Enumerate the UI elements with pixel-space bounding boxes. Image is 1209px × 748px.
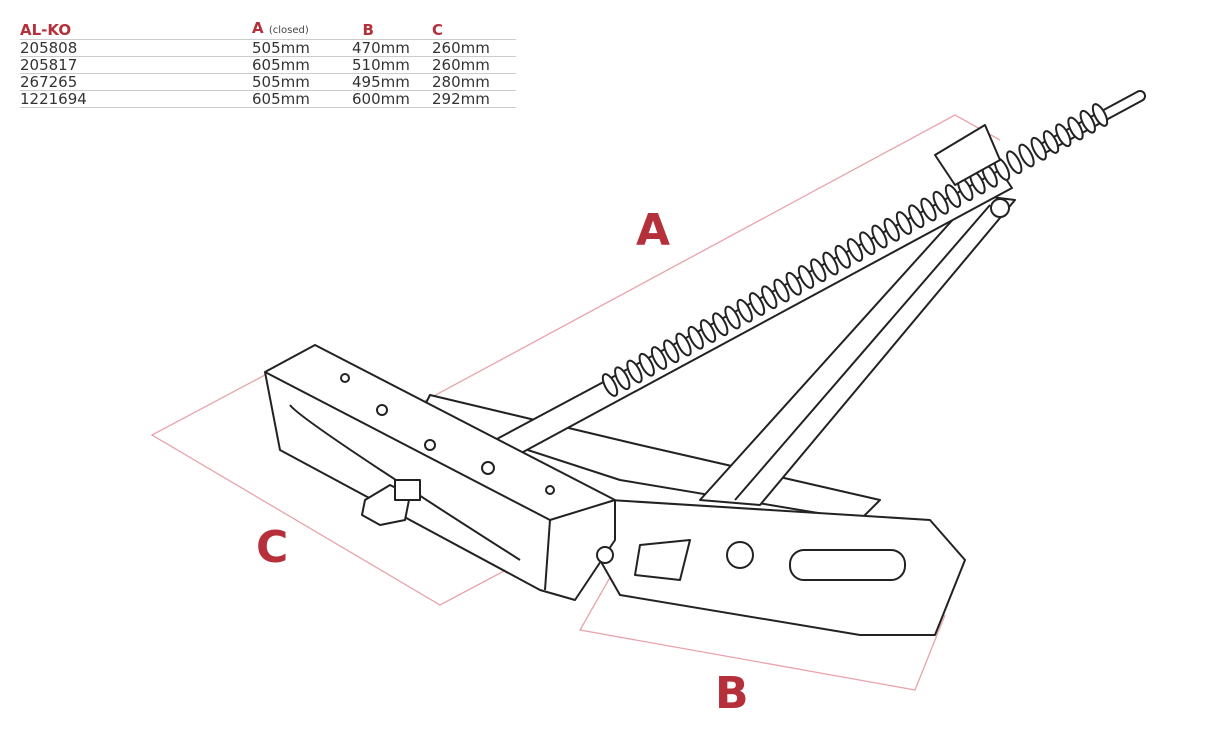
thread-ring [920,197,937,222]
cell-b: 510mm [352,56,432,74]
cell-b: 470mm [352,39,432,57]
support-arm-edge [734,204,991,501]
cell-a: 605mm [252,90,352,108]
thread-ring [1030,136,1047,161]
thread-ring [871,224,888,249]
thread-ring [883,217,900,242]
header-a-note: (closed) [268,25,309,36]
header-a-label: A [252,19,264,37]
label-a: A [636,205,670,256]
thread-ring [908,204,925,229]
base-hole [726,541,754,569]
head-hole [481,461,495,475]
head-hole [545,485,555,495]
thread-ring [797,265,815,289]
label-b: B [715,668,749,719]
head-hole [376,404,388,416]
thread-ring [736,298,753,323]
cell-b: 600mm [352,90,432,108]
thread-ring [724,305,741,330]
drive-collar [394,479,421,501]
thread-ring [614,366,631,391]
thread-ring [785,271,802,296]
thread-ring [1079,109,1096,134]
dimension-line-b [578,559,946,691]
cell-a: 505mm [252,73,352,91]
cell-part: 205808 [20,39,252,57]
thread-ring [859,231,876,256]
thread-ring [650,346,668,370]
cell-c: 280mm [432,73,516,91]
thread-ring [1006,150,1023,175]
cell-c: 260mm [432,39,516,57]
thread-ring [846,238,864,262]
head-groove [289,404,521,561]
head-hole [424,439,436,451]
thread-ring [1042,130,1060,154]
head-block-corner [544,519,551,591]
top-bolt [990,198,1010,218]
cell-a: 605mm [252,56,352,74]
thread-ring [601,373,619,397]
label-c: C [256,522,288,573]
thread-ring [761,285,778,310]
thread-ring [944,184,962,208]
thread-ring [932,190,949,215]
header-c: C [432,20,516,40]
cell-b: 495mm [352,73,432,91]
cell-part: 205817 [20,56,252,74]
cell-c: 260mm [432,56,516,74]
thread-ring [834,244,851,269]
thread-ring [1018,143,1035,168]
thread-ring [810,258,827,283]
thread-ring [748,292,766,316]
base-window [634,539,691,581]
header-b: B [352,20,432,40]
thread-ring [1067,116,1084,141]
header-brand: AL-KO [20,20,252,40]
head-block [264,344,616,601]
screw-thread [601,103,1109,397]
thread-ring [773,278,790,303]
base-plate [599,499,966,636]
cell-c: 292mm [432,90,516,108]
thread-ring [626,359,643,384]
thread-ring [895,211,913,235]
cell-part: 267265 [20,73,252,91]
pivot-bolt [596,546,614,564]
header-b-label: B [362,20,374,39]
cell-part: 1221694 [20,90,252,108]
thread-ring [675,332,692,357]
cell-a: 505mm [252,39,352,57]
head-hole [340,373,350,383]
thread-ring [638,352,655,377]
thread-ring [699,319,717,343]
thread-ring [1055,123,1072,148]
jack-drawing [264,90,1146,636]
thread-ring [822,251,839,276]
thread-ring [1091,103,1109,127]
thread-ring [687,325,704,350]
header-a: A (closed) [252,20,352,40]
base-slot [789,549,906,581]
thread-ring [712,312,729,337]
table-header: AL-KO A (closed) B C [20,20,516,40]
top-bracket [934,124,1001,186]
thread-ring [663,339,680,364]
support-arm [699,194,1016,506]
